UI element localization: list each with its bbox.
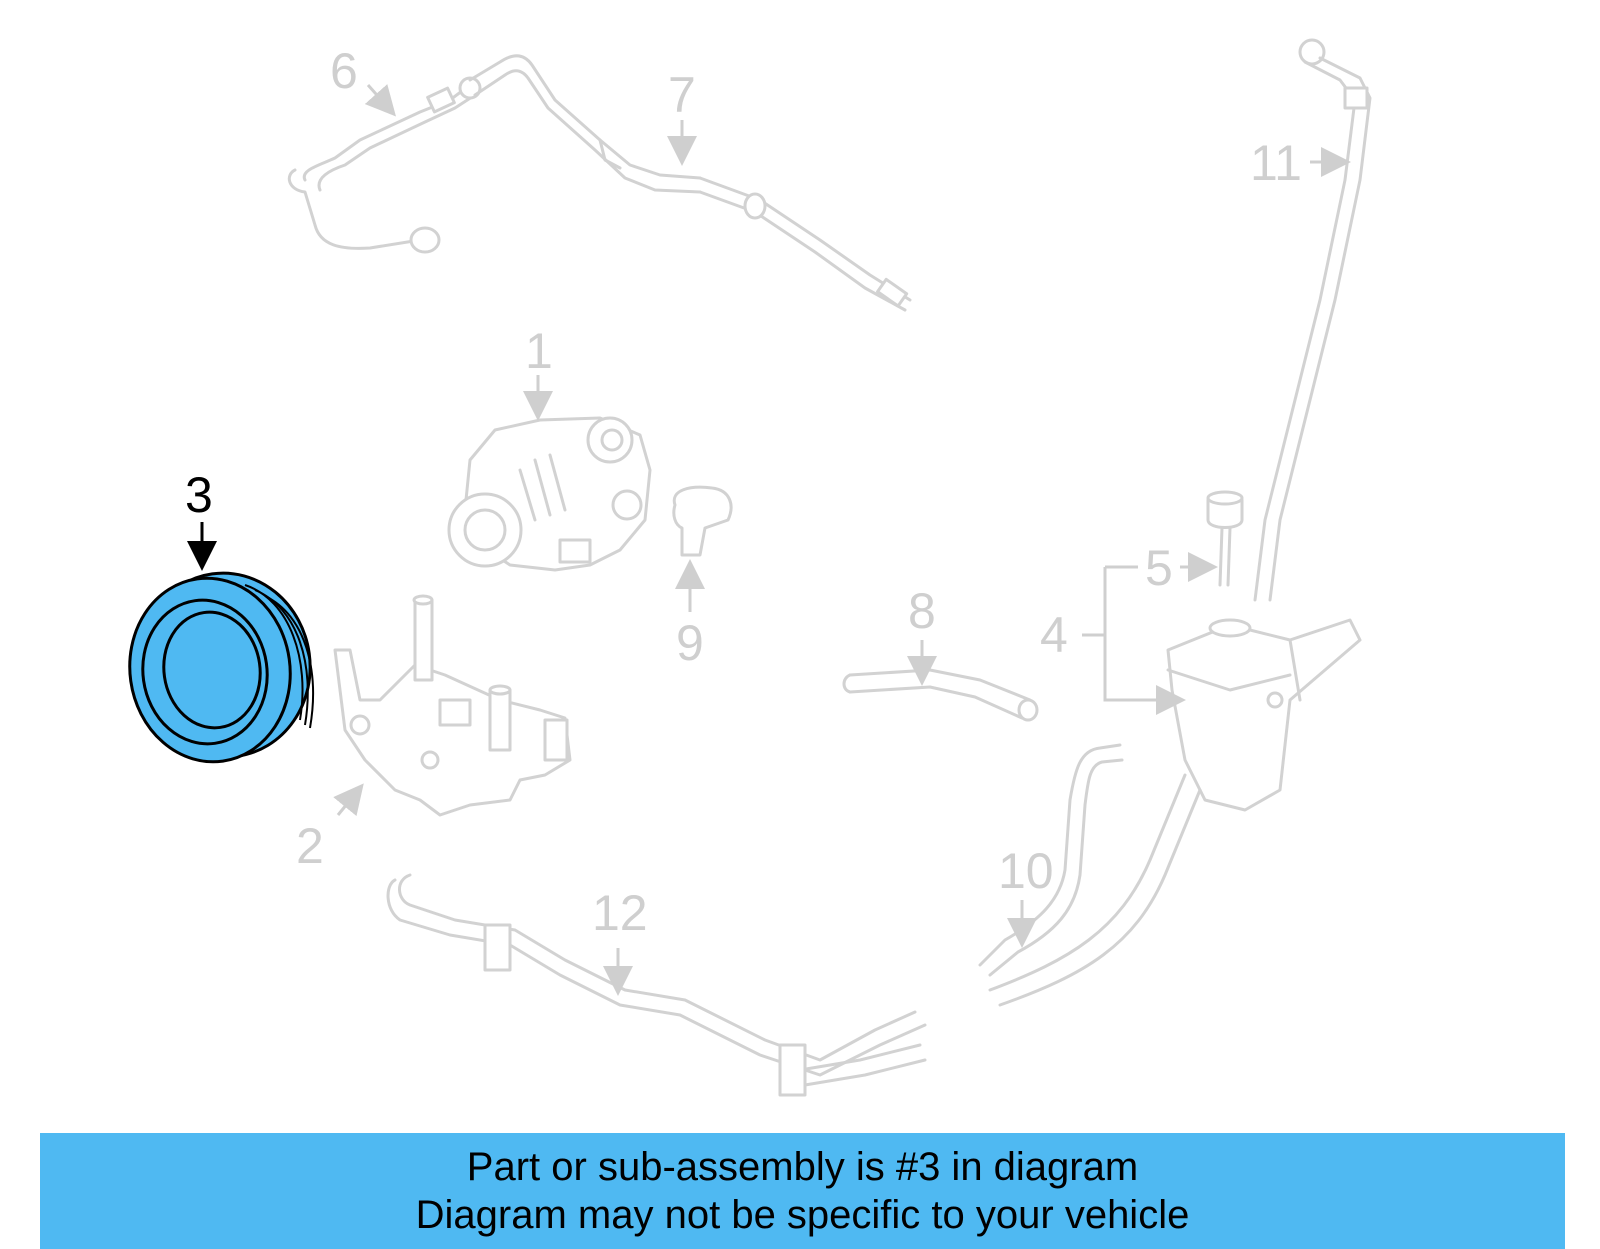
callout-4: 4 xyxy=(1040,607,1068,663)
banner-line-2: Diagram may not be specific to your vehi… xyxy=(415,1193,1190,1237)
part-1-pump xyxy=(447,416,652,572)
callout-6: 6 xyxy=(330,43,358,99)
part-4-reservoir xyxy=(1166,618,1362,812)
callout-1: 1 xyxy=(525,323,553,379)
callout-7: 7 xyxy=(668,67,696,123)
part-6-pressure-hose xyxy=(287,54,912,312)
part-9-fitting xyxy=(672,485,733,557)
part-11-return-hose xyxy=(1253,38,1372,602)
banner-line-1: Part or sub-assembly is #3 in diagram xyxy=(466,1145,1139,1189)
part-12-hose-assembly xyxy=(386,873,927,1097)
part-8-hose xyxy=(842,668,1039,722)
part-3-pulley xyxy=(128,571,314,764)
callout-5: 5 xyxy=(1145,540,1173,596)
info-banner: Part or sub-assembly is #3 in diagram Di… xyxy=(40,1133,1565,1249)
callout-11: 11 xyxy=(1250,135,1302,191)
part-5-cap xyxy=(1206,490,1244,587)
callout-8: 8 xyxy=(908,583,936,639)
part-2-bracket xyxy=(333,594,572,817)
callout-12: 12 xyxy=(592,885,648,941)
callout-9: 9 xyxy=(676,615,704,671)
callout-3: 3 xyxy=(185,467,213,523)
callout-2: 2 xyxy=(296,818,324,874)
callout-10: 10 xyxy=(998,843,1054,899)
